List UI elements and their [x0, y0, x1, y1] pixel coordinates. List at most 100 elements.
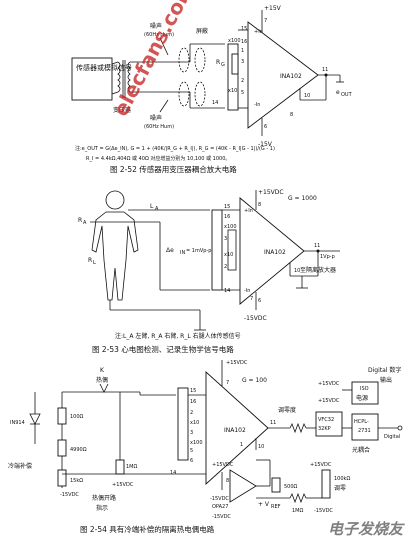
r4990-label: 4990Ω [70, 447, 87, 453]
vplus-label: +15V [264, 5, 282, 12]
vminus-span: -15VDC [314, 508, 333, 514]
r500-label: 500Ω [284, 484, 298, 490]
vout-label: e [336, 89, 340, 96]
thermocouple-junction [99, 383, 109, 393]
pin-15-c: 15 [190, 388, 196, 394]
pin-10: 10 [304, 93, 310, 99]
pin-3: 3 [241, 59, 244, 65]
vplus-open: +15VDC [112, 482, 134, 488]
fig52-note-line2: R_I = 4.4kΩ,404Ω 或 40Ω 对应增益分别为 10,100 或 … [86, 155, 230, 162]
iso-power-block [351, 381, 379, 405]
fig52-note-line1: 注:e_OUT = G(Δe_IN), G = 1 + (40K/|R_G + … [75, 145, 275, 152]
vminus-label: -15V [258, 141, 273, 148]
delta-value: = 1mVp-p [186, 248, 211, 254]
ina102-amp-symbol-b [239, 197, 305, 305]
ra-label: R [78, 217, 82, 224]
vminus-opa: -15VDC [212, 514, 231, 520]
noise-bottom-sub: (60Hz Hum) [144, 124, 174, 130]
pin-11-b: 11 [314, 243, 320, 249]
digital-tag: Digital [384, 434, 400, 440]
ina102-amp-symbol [247, 21, 319, 129]
watermark-site: elecfans.com [108, 0, 199, 120]
pin-15: 15 [241, 26, 247, 32]
figure-2-53: L A R A R L Δe IN = 1mVp-p 15 16 x100 3 … [78, 189, 340, 354]
vplus-opa: +15VDC [212, 462, 234, 468]
pin-8-c: 8 [226, 478, 229, 484]
delta-sub: IN [180, 250, 185, 256]
diode-symbol [29, 413, 41, 425]
pin-16: 16 [241, 39, 247, 45]
vfc32-block [315, 411, 343, 437]
chip-label-b: INA102 [264, 249, 286, 256]
pin-2-b: 2 [224, 264, 227, 270]
x10-label: x10 [228, 88, 237, 94]
sensor-source-box [71, 57, 113, 101]
r15k-label: 15kΩ [70, 478, 83, 484]
r500-resistor [271, 477, 281, 493]
vminus-c: -15VDC [210, 496, 229, 502]
out-label-b: 1Vp-p [320, 254, 335, 260]
vminus-cold: -15VDC [60, 492, 79, 498]
rg-sub: G [221, 62, 225, 68]
r100-label: 100Ω [70, 414, 84, 420]
la-label: L [150, 203, 154, 210]
pin-10-b: 10 [294, 268, 300, 274]
x10-b: x10 [224, 252, 233, 258]
span-pot [321, 469, 331, 499]
chip-label-c: INA102 [224, 427, 246, 434]
human-body-icon [91, 190, 139, 301]
fig53-caption: 图 2-53 心电图检测、记录生物学信号电路 [92, 344, 234, 354]
vminus-label-b: -15VDC [244, 315, 267, 322]
pin-7-b: 7 [250, 296, 253, 302]
pin-2-c: 2 [190, 410, 193, 416]
pin-3-c: 3 [190, 430, 193, 436]
diode-label: IN914 [10, 420, 25, 426]
pin-8: 8 [290, 112, 293, 118]
shield-bottom [178, 81, 190, 107]
pin-11: 11 [322, 67, 328, 73]
fig54-caption: 图 2-54 具有冷端补偿的隔离热电偶电路 [80, 524, 215, 534]
pin-15-b: 15 [224, 204, 230, 210]
r4990-resistor [57, 439, 67, 457]
pin-1-c: 1 [240, 442, 243, 448]
fig53-note: 注:L_A 左臂, R_A 右臂, R_L 右腿人体传感信号 [115, 332, 241, 340]
in-minus-b: -In [244, 288, 250, 294]
ina102-amp-symbol-c [205, 370, 269, 486]
pin-3-b: 3 [224, 236, 227, 242]
pin-16-c: 16 [190, 399, 196, 405]
gain-label-c: G = 100 [242, 377, 267, 384]
thermocouple-label: 热偶 [96, 376, 108, 384]
la-sub: A [155, 206, 159, 212]
pin-5-c: 5 [190, 448, 193, 454]
pin-10-c: 10 [258, 444, 264, 450]
vplus-label-b: +15VDC [258, 189, 284, 196]
rl-label: R [88, 257, 92, 264]
pin-7-c: 7 [226, 380, 229, 386]
r1m-resistor [115, 459, 125, 475]
adjust-zero-label: 调零度 [278, 406, 296, 414]
digital-out-terminal [397, 425, 403, 431]
pin-16-b: 16 [224, 214, 230, 220]
pin-6: 6 [264, 124, 267, 130]
iso-power-label2: 电源 [356, 394, 368, 402]
opa-label: OPA27 [212, 504, 228, 510]
shield-label: 屏蔽 [196, 27, 208, 35]
rl-sub: L [93, 260, 96, 266]
cold-comp-label: 冷端补偿 [8, 462, 32, 470]
figure-2-54: K 热偶 IN914 100Ω 4990Ω 15kΩ -15VDC 冷端补偿 1… [8, 360, 403, 534]
delta-label: Δe [166, 247, 174, 254]
pin-6-c: 6 [190, 458, 193, 464]
digital-label2: 输出 [380, 376, 392, 384]
vref-label: + V [258, 501, 270, 508]
pin-14: 14 [212, 100, 218, 106]
vref-sub: REF [271, 504, 281, 510]
iso-power-label: ISO [360, 386, 369, 392]
x100-c: x100 [190, 440, 203, 446]
in-plus-b: +In [244, 208, 253, 214]
pin-11-c: 11 [270, 420, 276, 426]
vplus-vfc: +15VDC [318, 398, 340, 404]
transformer-symbol [117, 60, 131, 98]
span-label2: 调零 [334, 484, 346, 492]
rg-label: R [216, 59, 220, 66]
r100-resistor [57, 407, 67, 425]
